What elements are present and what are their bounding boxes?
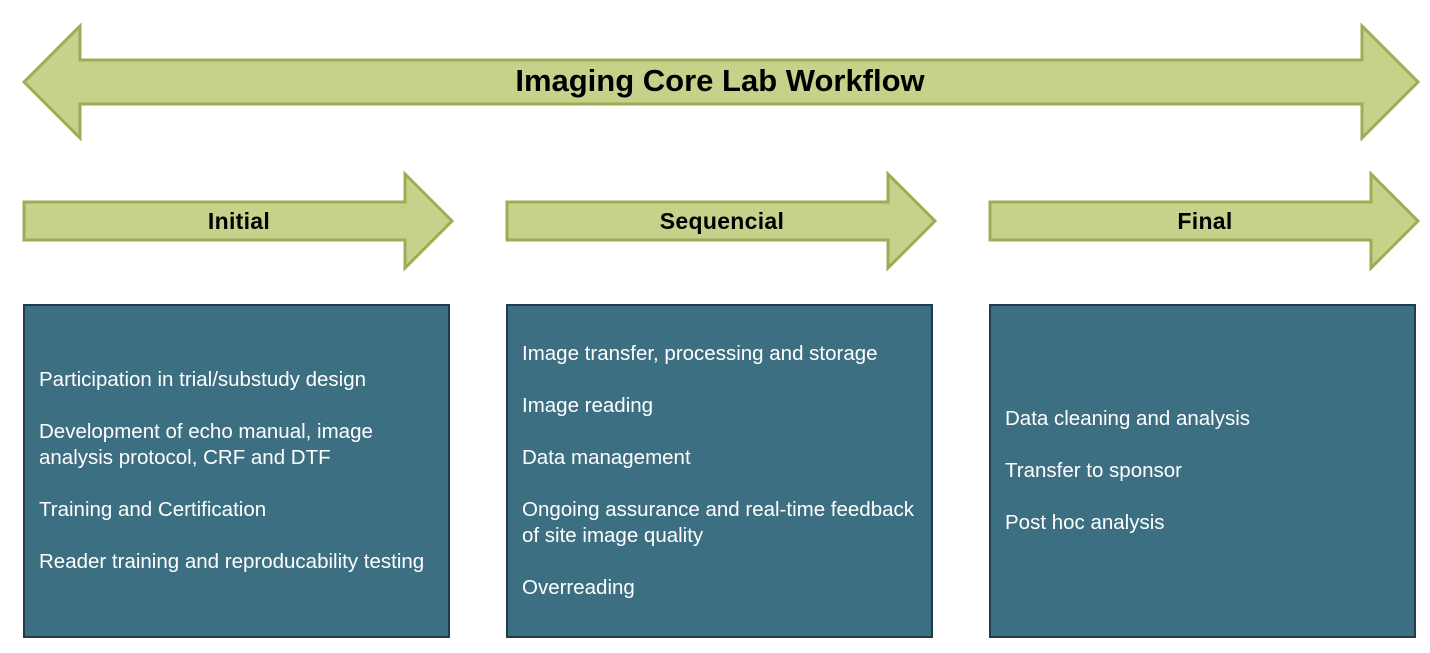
phase-label-initial: Initial	[207, 207, 271, 234]
phase-arrow-initial	[22, 170, 455, 272]
list-item: Transfer to sponsor	[1005, 459, 1182, 482]
phase-item-list: Participation in trial/substudy design D…	[39, 367, 434, 575]
phase-arrow-sequencial	[505, 170, 938, 272]
phase-label-sequencial: Sequencial	[659, 207, 785, 234]
phase-label-final: Final	[1177, 207, 1233, 234]
list-item: Post hoc analysis	[1005, 511, 1165, 534]
list-item: Overreading	[522, 576, 635, 599]
phase-box-initial: Participation in trial/substudy design D…	[23, 304, 450, 638]
list-item: Reader training and reproducability test…	[39, 550, 425, 573]
list-item: Image reading	[522, 394, 654, 417]
phase-arrow-final	[988, 170, 1421, 272]
workflow-double-arrow	[21, 22, 1421, 142]
list-item: Development of echo manual, image analys…	[39, 420, 373, 469]
list-item: Participation in trial/substudy design	[39, 368, 367, 391]
list-item: Image transfer, processing and storage	[522, 342, 878, 365]
list-item: Data cleaning and analysis	[1005, 407, 1251, 430]
list-item: Training and Certification	[39, 498, 267, 521]
phase-box-final: Data cleaning and analysis Transfer to s…	[989, 304, 1416, 638]
phase-item-list: Image transfer, processing and storage I…	[522, 341, 917, 601]
phase-item-list: Data cleaning and analysis Transfer to s…	[1005, 406, 1400, 536]
list-item: Data management	[522, 446, 691, 469]
phase-box-sequencial: Image transfer, processing and storage I…	[506, 304, 933, 638]
list-item: Ongoing assurance and real-time feedback…	[522, 498, 915, 547]
workflow-title: Imaging Core Lab Workflow	[515, 63, 925, 98]
